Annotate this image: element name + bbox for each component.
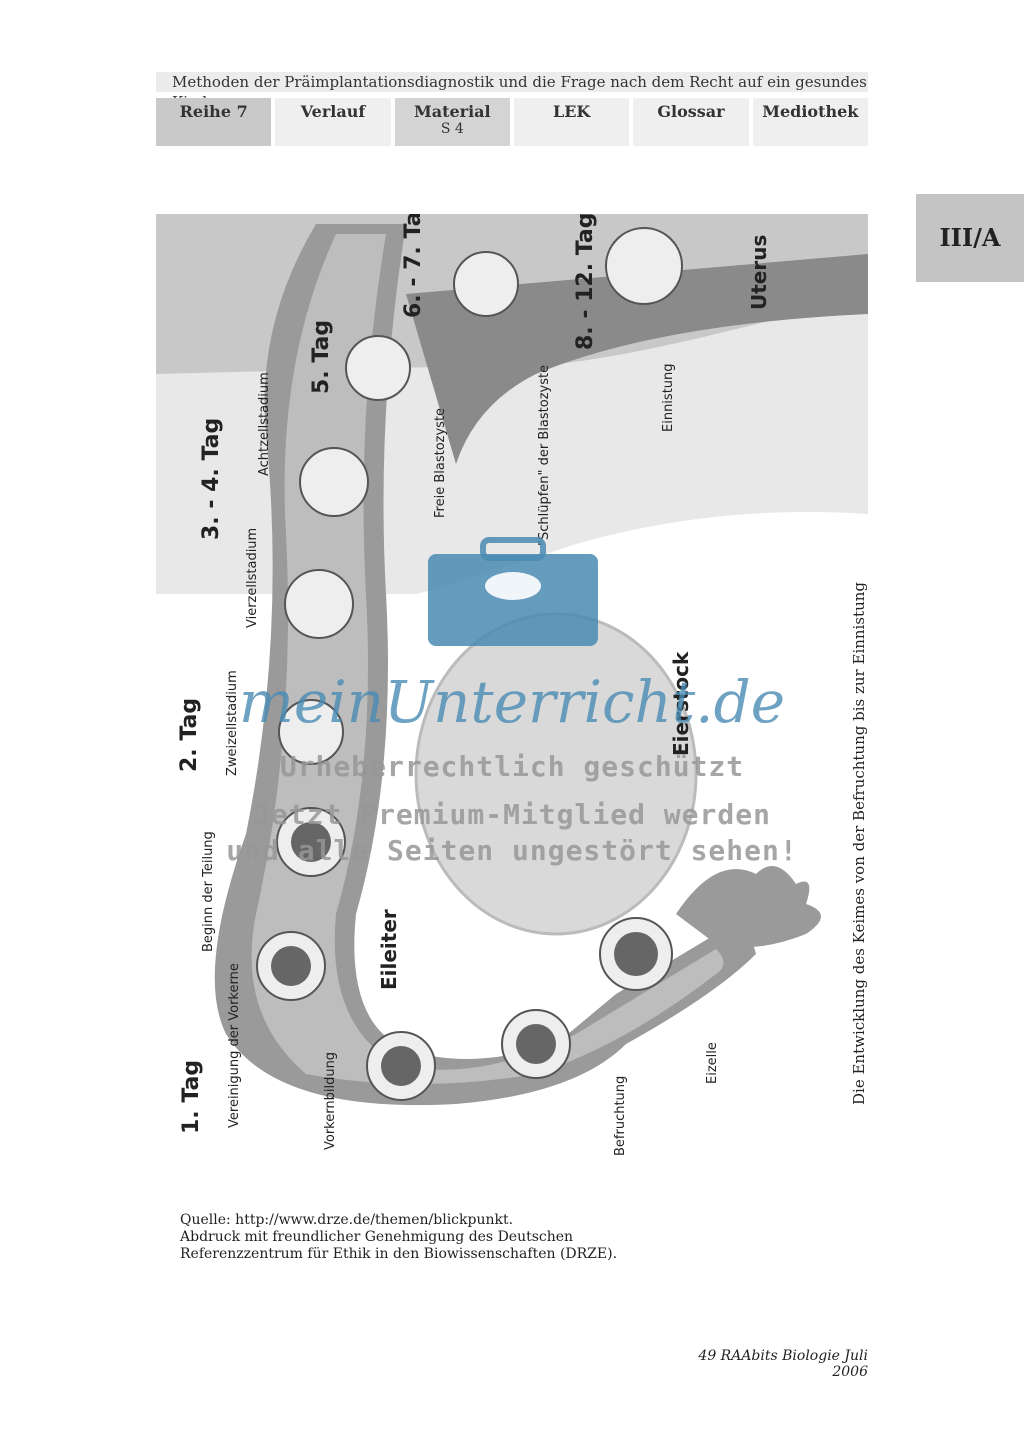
day-label-2: 2. Tag [177, 698, 202, 772]
stage-label-teilung: Beginn der Teilung [201, 831, 216, 952]
day-label-8-12: 8. - 12. Tag [573, 214, 598, 350]
cell-blastozyste-einnistung [605, 227, 683, 305]
stage-label-vorkernbildung: Vorkernbildung [323, 1052, 338, 1150]
fimbriae [676, 866, 821, 948]
watermark-line-1: Urheberrechtlich geschützt [279, 750, 745, 783]
nucleus [381, 1046, 421, 1086]
watermark-briefcase-icon [428, 537, 598, 646]
source-line-3: Referenzzentrum für Ethik in den Biowiss… [180, 1246, 618, 1262]
document-header-title: Methoden der Präimplantationsdiagnostik … [156, 72, 868, 111]
cell-blastozyste-freie [453, 251, 519, 317]
day-label-3-4: 3. - 4. Tag [199, 418, 224, 540]
tab-mediothek[interactable]: Mediothek [752, 98, 868, 146]
day-label-6-7: 6. - 7. Tag [401, 214, 426, 318]
tab-label: Glossar [657, 102, 725, 121]
watermark-line-2: Jetzt Premium-Mitglied werden [253, 798, 771, 831]
tab-label: Mediothek [762, 102, 859, 121]
nucleus [614, 932, 658, 976]
day-labels: 1. Tag 2. Tag 3. - 4. Tag 5. Tag 6. - 7.… [177, 214, 598, 1134]
tab-label: Reihe 7 [179, 102, 248, 121]
stage-label-zweizell: Zweizellstadium [225, 670, 240, 776]
cell-vierzell [284, 569, 354, 639]
cloud-shape [485, 572, 541, 600]
tab-label: Verlauf [300, 102, 366, 121]
tab-lek[interactable]: LEK [513, 98, 630, 146]
tab-label: LEK [552, 102, 591, 121]
stage-labels: Vereinigung der Vorkerne Vorkernbildung … [201, 363, 720, 1156]
stage-label-eizelle: Eizelle [705, 1042, 720, 1084]
stage-label-vereinigung: Vereinigung der Vorkerne [227, 963, 242, 1128]
section-tab: III/A [916, 194, 1024, 282]
stage-label-schluepfen: "Schlüpfen" der Blastozyste [537, 365, 552, 546]
cell-blastozyste-5 [345, 335, 411, 401]
nucleus [271, 946, 311, 986]
cell-zweizell [278, 699, 344, 765]
footer-citation: 49 RAAbits Biologie Juli 2006 [698, 1348, 868, 1380]
stage-label-vierzell: Vierzellstadium [245, 528, 260, 628]
stage-label-einnistung: Einnistung [661, 363, 676, 432]
figure-caption: Die Entwicklung des Keimes von der Befru… [850, 581, 868, 1105]
watermark-logo: meinUnterricht.de [238, 668, 786, 736]
nucleus [516, 1024, 556, 1064]
organ-label-eileiter: Eileiter [377, 909, 401, 990]
organ-label-uterus: Uterus [747, 235, 771, 310]
cell-achtzell [299, 447, 369, 517]
embryo-development-diagram: 1. Tag 2. Tag 3. - 4. Tag 5. Tag 6. - 7.… [156, 214, 868, 1174]
tab-glossar[interactable]: Glossar [633, 98, 749, 146]
organ-label-eierstock: Eierstock [669, 651, 693, 756]
tab-verlauf[interactable]: Verlauf [275, 98, 391, 146]
tab-reihe[interactable]: Reihe 7 [156, 98, 272, 146]
organ-labels: Eileiter Eierstock Uterus [377, 235, 771, 990]
stage-label-achtzell: Achtzellstadium [257, 372, 272, 476]
day-label-5: 5. Tag [309, 320, 334, 394]
cell-nuclei [271, 822, 658, 1086]
source-note: Quelle: http://www.drze.de/themen/blickp… [180, 1212, 617, 1263]
tab-sublabel: S 4 [440, 121, 464, 137]
tab-label: Material [414, 102, 491, 121]
nucleus [291, 822, 331, 862]
stage-label-freie-blastozyste: Freie Blastozyste [433, 408, 448, 518]
day-label-1: 1. Tag [179, 1060, 204, 1134]
source-line-2: Abdruck mit freundlicher Genehmigung des… [180, 1229, 574, 1245]
briefcase-handle [480, 537, 546, 561]
uterus-cavity [406, 254, 868, 464]
watermark-line-3: und alle Seiten ungestört sehen! [226, 834, 798, 867]
stage-label-befruchtung: Befruchtung [613, 1076, 628, 1156]
source-line-1: Quelle: http://www.drze.de/themen/blickp… [180, 1212, 514, 1228]
